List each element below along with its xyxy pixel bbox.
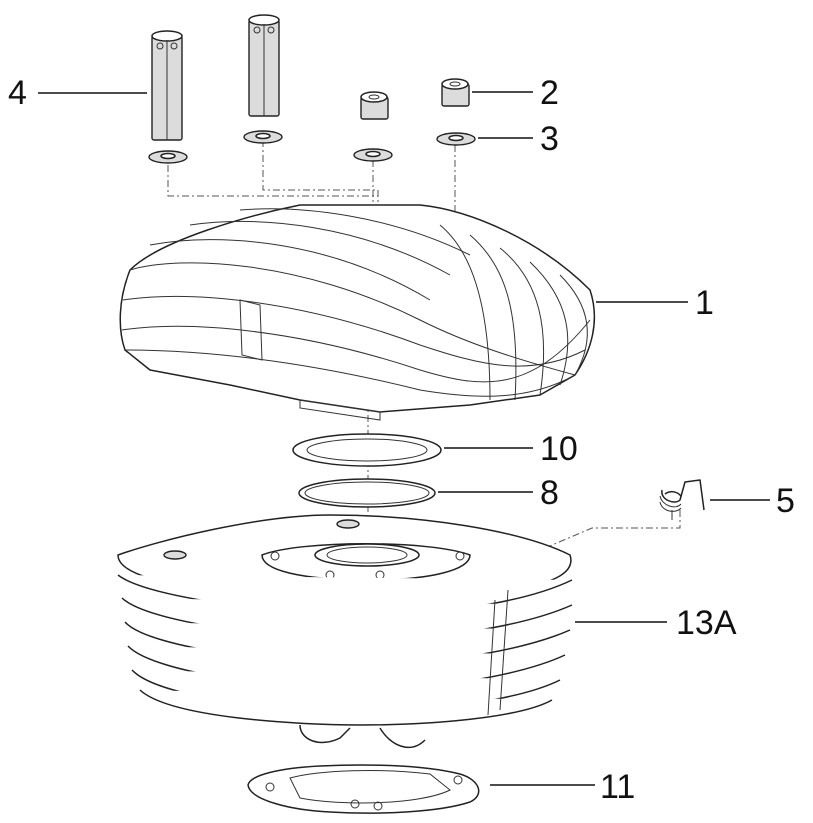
leader-lines: [38, 91, 770, 786]
o-ring: [298, 478, 436, 508]
washer-left: [148, 150, 188, 164]
cylinder-block: [117, 514, 573, 749]
washer-right: [436, 132, 476, 146]
stud-bolt-left: [151, 30, 183, 141]
washer-third: [353, 148, 393, 162]
callout-labels: 4 2 3 1 10 8 5 13A 11: [8, 74, 795, 806]
callout-4: 4: [8, 74, 27, 112]
callout-3: 3: [540, 120, 559, 158]
washer-second: [243, 130, 283, 144]
nut-right: [441, 78, 470, 107]
nut-left: [360, 91, 389, 120]
base-gasket: [247, 764, 480, 814]
callout-8: 8: [540, 474, 559, 512]
callout-2: 2: [540, 74, 559, 112]
callout-11: 11: [600, 768, 635, 806]
spring-clip: [659, 479, 705, 520]
stud-bolt-right: [248, 14, 280, 117]
callout-5: 5: [776, 482, 795, 520]
head-gasket: [292, 433, 442, 467]
callout-1: 1: [695, 284, 714, 322]
cylinder-head: [119, 204, 596, 421]
callout-13A: 13A: [676, 604, 737, 642]
callout-10: 10: [540, 430, 578, 468]
